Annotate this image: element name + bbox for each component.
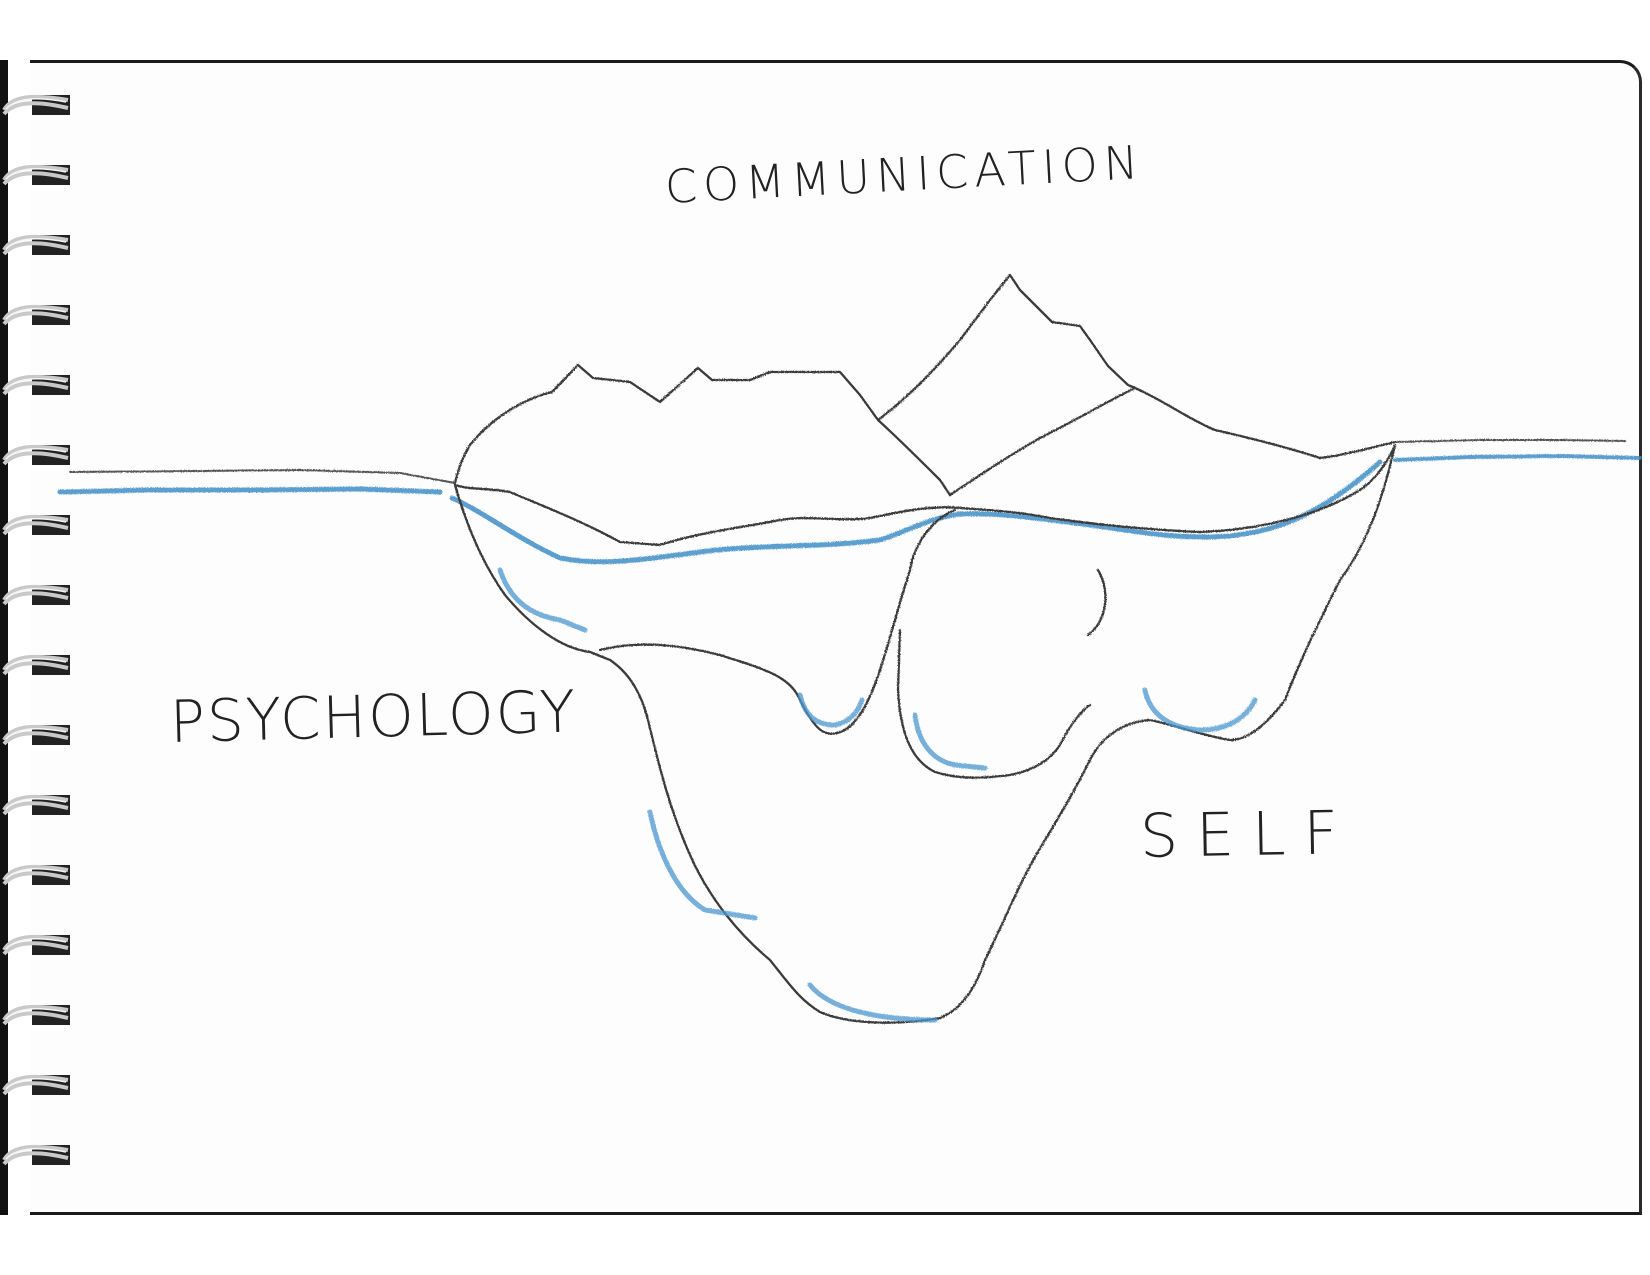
label-psychology: PSYCHOLOGY xyxy=(169,677,578,756)
binding-ring-icon xyxy=(2,1074,70,1096)
binding-ring-icon xyxy=(2,584,70,606)
binding-ring-icon xyxy=(2,444,70,466)
water-surface-left xyxy=(57,486,443,495)
spiral-binding-icon xyxy=(0,60,8,1215)
binding-ring-icon xyxy=(2,374,70,396)
label-self: SELF xyxy=(1139,798,1357,872)
shading-5 xyxy=(647,809,758,921)
binding-ring-icon xyxy=(2,934,70,956)
water-surface-right xyxy=(1393,453,1642,462)
shading-6 xyxy=(807,982,938,1023)
iceberg-outline xyxy=(453,273,1397,1024)
binding-ring-icon xyxy=(2,1004,70,1026)
waterline-right xyxy=(1394,439,1626,443)
binding-ring-icon xyxy=(2,654,70,676)
water-surface-middle xyxy=(449,459,1383,565)
iceberg-right-peak xyxy=(876,273,1397,460)
binding-ring-icon xyxy=(2,864,70,886)
waterline xyxy=(69,439,1626,484)
top-background xyxy=(0,0,1650,60)
binding-ring-icon xyxy=(2,234,70,256)
shading-2 xyxy=(797,692,865,728)
binding-ring-icon xyxy=(2,164,70,186)
iceberg-curl xyxy=(1086,568,1107,637)
bottom-background xyxy=(0,1215,1650,1275)
binding-ring-icon xyxy=(2,304,70,326)
binding-ring-icon xyxy=(2,724,70,746)
shading-3 xyxy=(912,712,988,771)
water-surface xyxy=(57,453,1642,565)
sketchbook-page xyxy=(30,60,1642,1215)
iceberg-left-peak xyxy=(453,363,880,485)
iceberg-inner-ridge-2 xyxy=(948,386,1137,497)
iceberg-inner-ridge-1 xyxy=(876,418,952,497)
binding-ring-icon xyxy=(2,1144,70,1166)
iceberg-underwater-right xyxy=(1043,443,1397,842)
binding-ring-icon xyxy=(2,794,70,816)
iceberg-inner-division-left xyxy=(598,508,957,735)
binding-ring-icon xyxy=(2,514,70,536)
iceberg-waterline-contour xyxy=(453,443,1397,547)
iceberg-inner-division-center xyxy=(896,628,1092,779)
binding-ring-icon xyxy=(2,94,70,116)
ice-shading xyxy=(497,567,1258,1023)
shading-1 xyxy=(497,567,588,633)
waterline-left xyxy=(69,468,456,484)
shading-4 xyxy=(1142,687,1258,733)
iceberg-underwater-left xyxy=(453,483,1047,1024)
